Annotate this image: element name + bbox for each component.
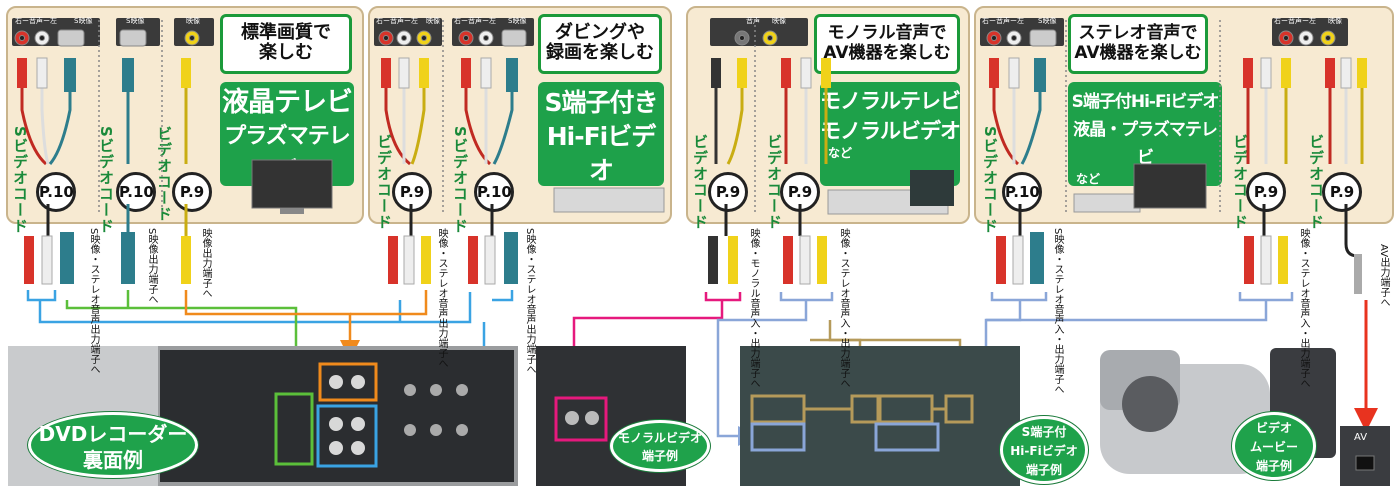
connector-note: 映像・ステレオ音声入・出力端子へ: [1298, 228, 1309, 388]
jack-label-video: 映像: [186, 17, 200, 25]
jack-label-svideo: S映像: [74, 17, 93, 25]
cable-label: ビデオコード: [691, 134, 709, 230]
cable-label: ビデオコード: [1307, 134, 1325, 230]
callout-line: S端子付: [1021, 425, 1067, 439]
plug-row-bottom: [24, 232, 1362, 294]
device-line: モノラルビデオ: [820, 119, 961, 143]
cable-label: ビデオコード: [1231, 134, 1249, 230]
cable-label: Sビデオコード: [981, 126, 999, 234]
device-label: モノラルテレビ モノラルビデオ など: [820, 82, 961, 186]
callout-line: ムービー: [1249, 440, 1298, 454]
page-ref: P.9: [1246, 172, 1286, 212]
callout-mono-video: モノラルビデオ 端子例: [610, 420, 710, 472]
callout-line: 端子例: [1255, 459, 1292, 473]
callout-line: 裏面例: [83, 448, 143, 472]
jack-label-svideo: S映像: [126, 17, 145, 25]
page-ref: P.10: [474, 172, 514, 212]
device-illustrations: [251, 159, 1207, 215]
jack-label-svideo: S映像: [508, 17, 527, 25]
cable-label: Sビデオコード: [11, 126, 29, 234]
cable-label: ビデオコード: [375, 134, 393, 230]
jack-label-stereo: 右ー音声ー左: [15, 17, 57, 25]
jack-label-stereo: 右ー音声ー左: [376, 17, 418, 25]
device-line: 液晶・プラズマテレビ: [1073, 120, 1218, 168]
panel-title: ステレオ音声で AV機器を楽しむ: [1068, 14, 1208, 74]
jack-box-audio-video: 音声 映像: [710, 17, 808, 46]
jack-label-video: 映像: [772, 17, 786, 25]
hifi-video-photo: [740, 346, 1020, 486]
panel-title: 標準画質で 楽しむ: [220, 14, 352, 74]
callout-hifi-video: S端子付 Hi-Fiビデオ 端子例: [1000, 416, 1088, 484]
page-ref: P.10: [36, 172, 76, 212]
device-line: S端子付Hi-Fiビデオ: [1071, 92, 1220, 112]
cable-label: Sビデオコード: [451, 126, 469, 234]
device-line: S端子付き: [544, 88, 658, 117]
page-ref: P.9: [172, 172, 212, 212]
jack-label-video: 映像: [426, 17, 440, 25]
cable: [20, 58, 1364, 258]
device-line: モノラルテレビ: [820, 89, 961, 113]
panel-mono: 音声 映像 モノラル音声で AV機器を楽しむ モノラルテレビ モノラルビデオ な…: [686, 6, 970, 230]
panel-title: ダビングや 録画を楽しむ: [538, 14, 662, 74]
device-line: 液晶テレビ: [222, 87, 353, 118]
page-ref: P.10: [116, 172, 156, 212]
callout-line: Hi-Fiビデオ: [1010, 444, 1078, 458]
device-note: など: [1076, 172, 1101, 186]
page-ref: P.9: [1322, 172, 1362, 212]
connector-note: AV出力端子へ: [1378, 244, 1389, 308]
callout-line: 端子例: [1025, 463, 1062, 477]
connector-note: 映像・モノラル音声入・出力端子へ: [748, 228, 759, 388]
av-jack-label: AV: [1354, 432, 1368, 443]
connector-note: S映像・ステレオ音声入・出力端子へ: [1052, 228, 1063, 395]
cable-label: Sビデオコード: [97, 126, 115, 234]
callout-line: ビデオ: [1255, 421, 1292, 435]
jack-label-svideo: S映像: [1038, 17, 1057, 25]
jack-row: [14, 29, 1336, 47]
device-note: など: [828, 146, 853, 160]
device-line: Hi-Fiビデオ: [546, 122, 657, 185]
jack-label-stereo: 右ー音声ー左: [454, 17, 496, 25]
panel-title: モノラル音声で AV機器を楽しむ: [814, 14, 960, 74]
jack-label-audio: 音声: [746, 17, 760, 25]
connector-note: S映像出力端子へ: [146, 228, 157, 305]
jack-label-stereo: 右ー音声ー左: [982, 17, 1024, 25]
connector-note: 映像・ステレオ音声出力端子へ: [436, 228, 447, 368]
callout-video-movie: ビデオ ムービー 端子例: [1232, 412, 1316, 480]
callout-line: 端子例: [641, 449, 678, 463]
page-ref: P.9: [708, 172, 748, 212]
plug-row-top: [17, 57, 1367, 92]
callout-line: モノラルビデオ: [617, 431, 702, 445]
cable-label: ビデオコード: [155, 126, 173, 222]
jack-label-video: 映像: [1328, 17, 1342, 25]
connector-note: 映像・ステレオ音声入・出力端子へ: [838, 228, 849, 388]
connector-note: S映像・ステレオ音声出力端子へ: [88, 228, 99, 375]
device-label: S端子付き Hi-Fiビデオ: [538, 82, 664, 186]
jack-label-stereo: 右ー音声ー左: [1274, 17, 1316, 25]
connector-note: S映像・ステレオ音声出力端子へ: [524, 228, 535, 375]
callout-dvd-recorder: DVDレコーダー 裏面例: [28, 412, 198, 478]
connector-note: 映像出力端子へ: [200, 228, 211, 298]
callout-line: DVDレコーダー: [38, 422, 188, 446]
cable-label: ビデオコード: [765, 134, 783, 230]
page-ref: P.10: [1002, 172, 1042, 212]
